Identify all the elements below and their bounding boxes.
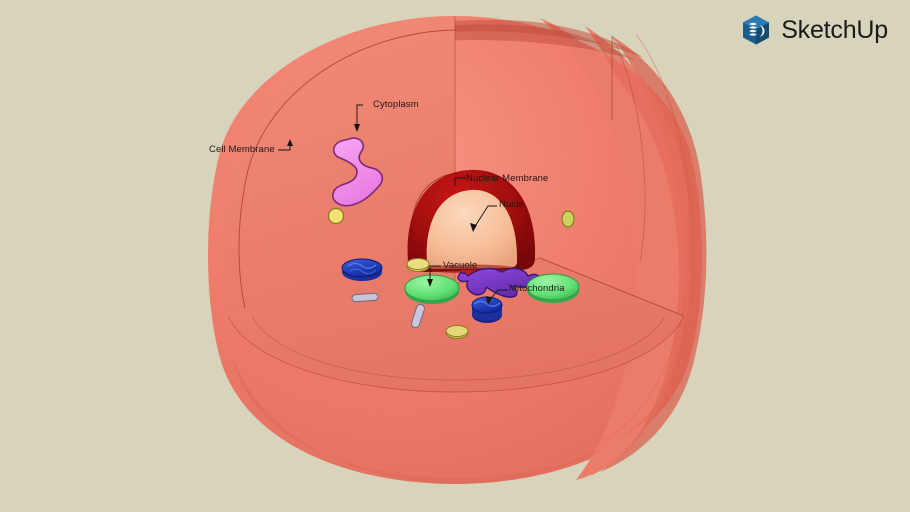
label-cytoplasm: Cytoplasm [373,99,419,110]
organelle-mitochondrion-right[interactable] [471,296,503,323]
organelle-lysosome-rod-left[interactable] [351,292,379,303]
sketchup-wordmark: SketchUp [781,15,888,44]
label-nuclear-membrane: Nuclear Membrane [466,173,549,184]
organelle-vacuole-left[interactable] [404,274,460,304]
organelle-mitochondrion-left[interactable] [341,258,383,281]
label-nucleus: Nucle [499,199,524,210]
label-cell-membrane: Cell Membrane [209,144,275,155]
sketchup-cube-icon [743,15,770,45]
organelle-vacuole-right[interactable] [526,273,580,303]
organelle-vesicle-floor-lower[interactable] [445,325,469,339]
organelle-lysosome-rod-right[interactable] [410,303,425,329]
organelle-vesicle-wall[interactable] [327,207,345,225]
organelle-endoplasmic-reticulum[interactable] [332,137,384,207]
label-vacuole: Vacuole [443,260,478,271]
organelle-vesicle-right-wall[interactable] [561,210,575,228]
label-mitochondria: Mitochondria [509,283,565,294]
organelle-vesicle-floor-upper[interactable] [406,258,430,272]
label-leader-lines [278,104,508,305]
organelle-golgi-apparatus[interactable] [457,267,540,298]
sketchup-branding: SketchUp [740,14,888,46]
